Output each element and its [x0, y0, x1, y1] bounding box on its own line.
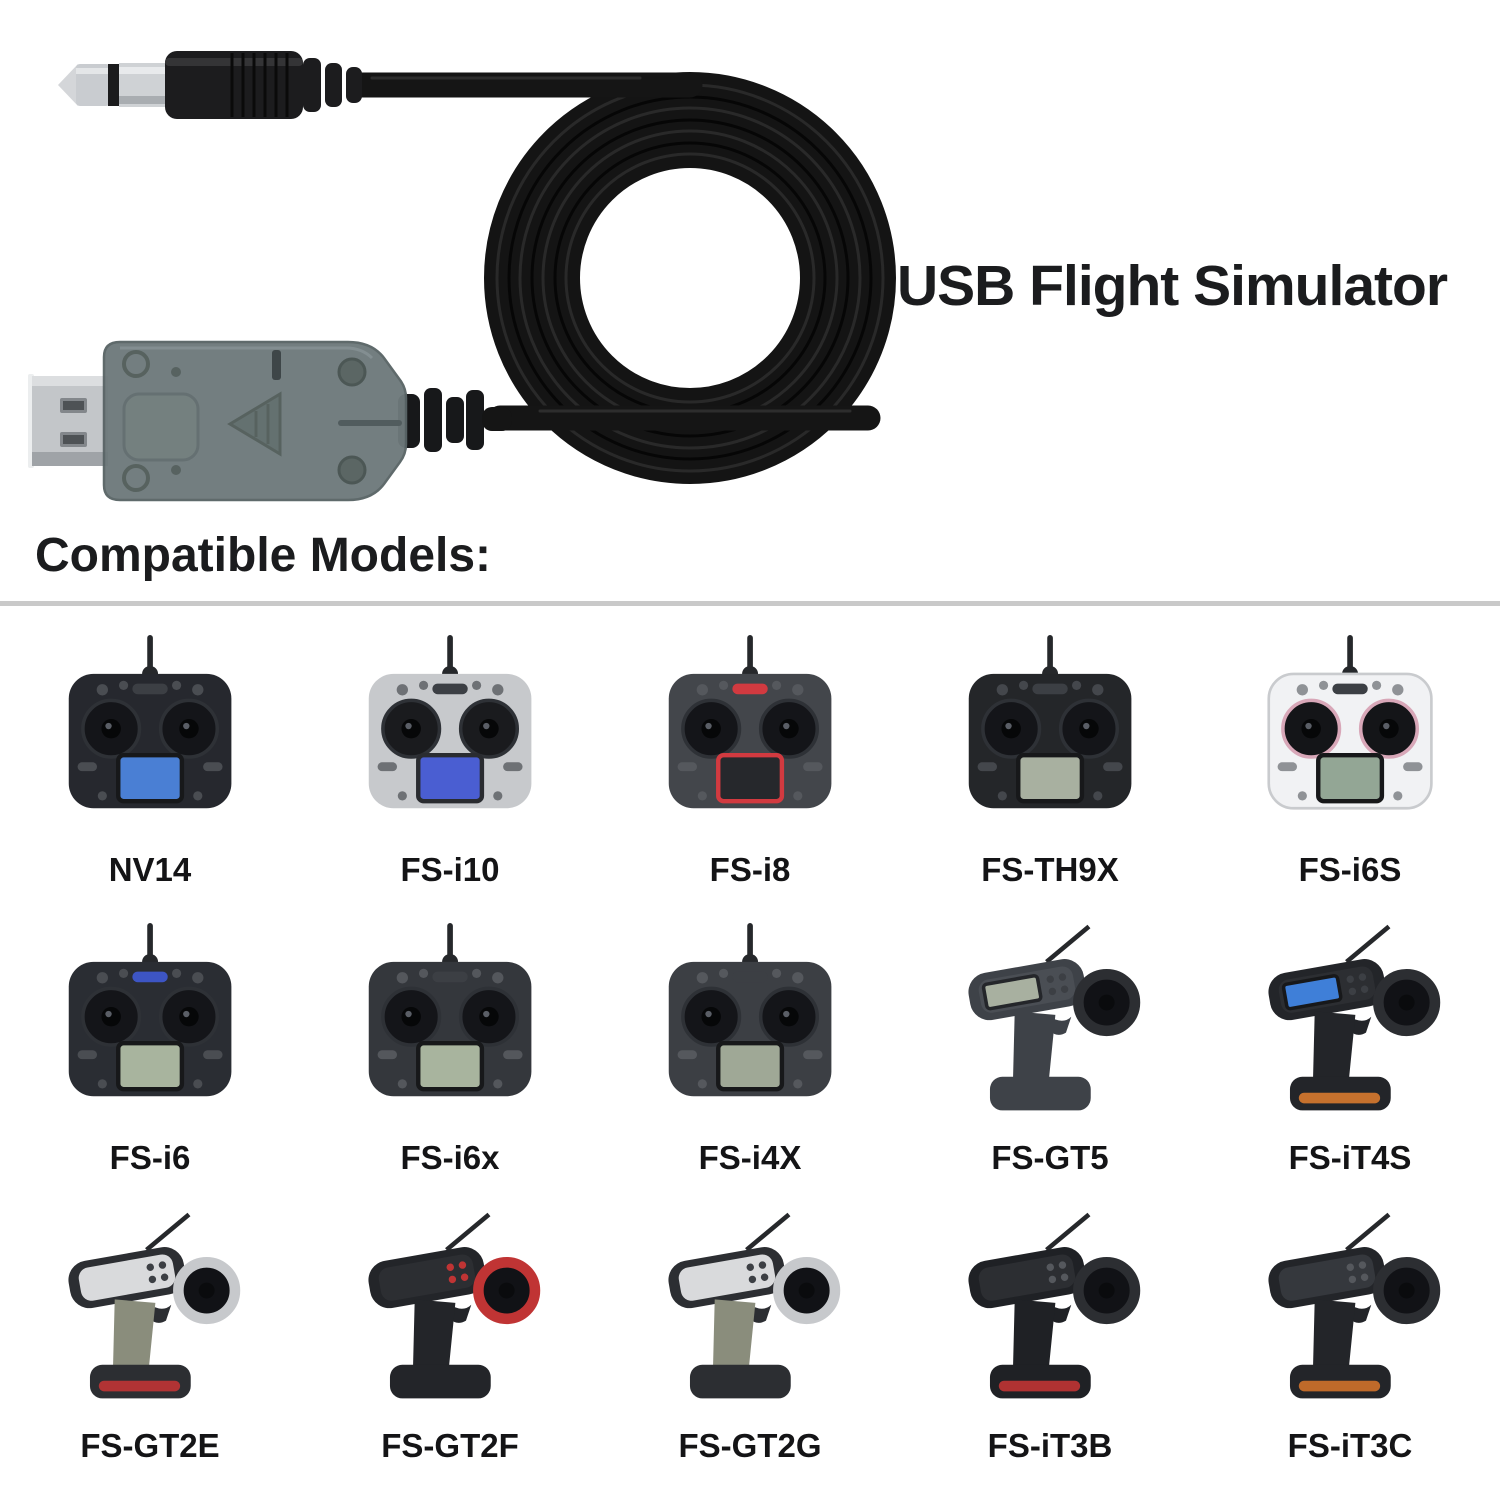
transmitter-image-fs-it3c [1200, 1191, 1500, 1429]
model-cell-fs-i4x: FS-i4X [600, 903, 900, 1191]
model-label: FS-GT2F [381, 1427, 519, 1464]
transmitter-image-fs-gt2e [0, 1191, 300, 1429]
model-cell-fs-i10: FS-i10 [300, 615, 600, 903]
audio-jack-icon [58, 51, 362, 119]
model-cell-fs-i6s: FS-i6S [1200, 615, 1500, 903]
model-cell-fs-i6x: FS-i6x [300, 903, 600, 1191]
coiled-cable-icon [347, 72, 896, 484]
transmitter-image-fs-it3b [900, 1191, 1200, 1429]
model-label: FS-TH9X [981, 851, 1119, 888]
usb-cable-illustration [28, 51, 896, 502]
model-label: FS-i6x [400, 1139, 500, 1176]
model-cell-fs-i8: FS-i8 [600, 615, 900, 903]
transmitter-image-fs-i8 [600, 615, 900, 853]
model-cell-fs-gt2e: FS-GT2E [0, 1191, 300, 1479]
model-cell-fs-th9x: FS-TH9X [900, 615, 1200, 903]
transmitter-image-fs-gt5 [900, 903, 1200, 1141]
transmitter-image-nv14 [0, 615, 300, 853]
model-cell-fs-gt5: FS-GT5 [900, 903, 1200, 1191]
model-label: FS-iT3C [1287, 1427, 1413, 1464]
compatible-models-heading: Compatible Models: [35, 529, 492, 582]
model-label: FS-i6 [109, 1139, 191, 1176]
model-cell-fs-it3b: FS-iT3B [900, 1191, 1200, 1479]
compatible-models-grid: NV14 FS-i10 FS-i8 FS-TH9X FS-i6S FS-i6 [0, 615, 1500, 1479]
product-title: USB Flight Simulator [897, 254, 1448, 318]
model-label: FS-GT2E [80, 1427, 220, 1464]
transmitter-image-fs-i10 [300, 615, 600, 853]
transmitter-image-fs-i6s [1200, 615, 1500, 853]
transmitter-image-fs-gt2f [300, 1191, 600, 1429]
model-label: FS-iT3B [987, 1427, 1113, 1464]
model-cell-fs-i6: FS-i6 [0, 903, 300, 1191]
product-photo: USB Flight Simulator [0, 0, 1500, 612]
model-label: FS-i6S [1298, 851, 1402, 888]
transmitter-image-fs-gt2g [600, 1191, 900, 1429]
model-cell-nv14: NV14 [0, 615, 300, 903]
transmitter-image-fs-i6 [0, 903, 300, 1141]
model-label: FS-i8 [709, 851, 791, 888]
model-cell-fs-gt2g: FS-GT2G [600, 1191, 900, 1479]
usb-dongle-icon [28, 340, 512, 502]
model-cell-fs-it3c: FS-iT3C [1200, 1191, 1500, 1479]
model-label: FS-GT5 [991, 1139, 1109, 1176]
model-cell-fs-it4s: FS-iT4S [1200, 903, 1500, 1191]
model-cell-fs-gt2f: FS-GT2F [300, 1191, 600, 1479]
section-divider [0, 601, 1500, 606]
transmitter-image-fs-i6x [300, 903, 600, 1141]
transmitter-image-fs-it4s [1200, 903, 1500, 1141]
transmitter-image-fs-i4x [600, 903, 900, 1141]
model-label: FS-iT4S [1288, 1139, 1412, 1176]
transmitter-image-fs-th9x [900, 615, 1200, 853]
model-label: FS-i10 [400, 851, 500, 888]
model-label: NV14 [108, 851, 192, 888]
model-label: FS-GT2G [678, 1427, 822, 1464]
model-label: FS-i4X [698, 1139, 802, 1176]
